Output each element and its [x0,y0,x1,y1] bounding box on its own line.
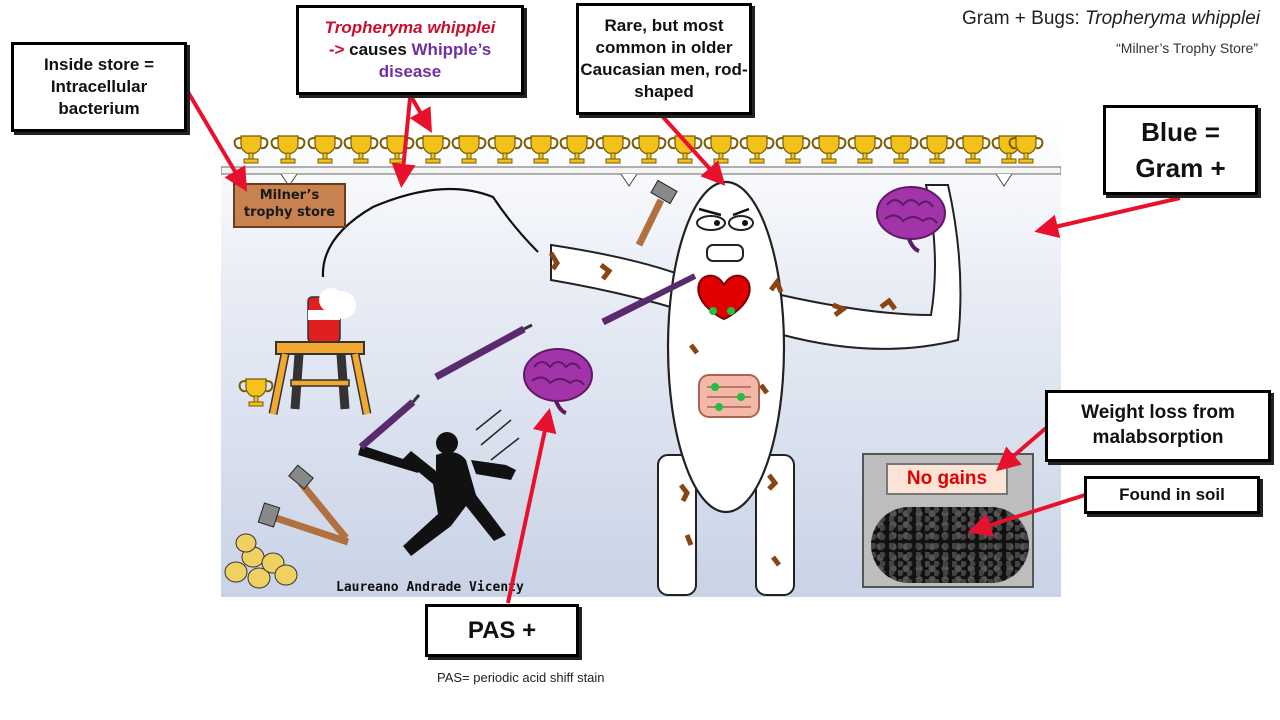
arrow-inside-store [186,90,248,192]
arrow-soil [967,493,1086,537]
store-sign: Milner’s trophy store [233,183,346,228]
baseball-pitcher-icon [358,432,516,556]
page-title-organism: Tropheryma whipplei [1085,8,1260,29]
arrow-pas [506,408,557,604]
page-title-prefix: Gram + Bugs: [962,8,1086,29]
page-subtitle: “Milner’s Trophy Store” [1116,40,1258,56]
hammer-icon [257,502,350,546]
organism-causes: causes [344,39,412,59]
arrow-blue [1034,196,1181,239]
scene-artwork [221,135,1061,596]
hammer-icon [635,179,678,247]
artist-credit: Laureano Andrade Vicenty [336,580,524,595]
page-title: Gram + Bugs: Tropheryma whipplei [962,8,1260,30]
heart-icon [697,274,751,321]
pencil-icon [434,323,533,381]
callout-gram-positive: Blue = Gram + [1103,105,1258,195]
arrow-rod [661,115,726,186]
soil-pile [871,507,1029,583]
callout-weight-loss: Weight loss from malabsorption [1045,390,1271,462]
arrow-trophies [409,97,432,133]
arrow-whip [391,97,416,188]
callout-pas: PAS + [425,604,579,657]
pas-note: PAS= periodic acid shiff stain [437,670,605,685]
rod-bacterium-character [548,179,962,596]
callout-intracellular: Inside store = Intracellular bacterium [11,42,187,132]
organism-arrow: -> [328,39,345,59]
callout-organism: Tropheryma whipplei -> causes Whipple’s … [296,5,524,95]
pencil-icon [358,394,421,450]
intestine-icon [698,374,760,418]
hammer-icon [288,464,349,541]
whip-line [321,187,539,278]
callout-epidemiology: Rare, but most common in older Caucasian… [576,3,752,115]
illustration-scene: Milner’s trophy store No gains Laureano … [221,125,1061,597]
organism-name: Tropheryma whipplei [324,17,496,37]
organism-disease: Whipple’s disease [378,39,492,82]
potato-icon [224,533,298,589]
stool-icon [268,288,372,415]
callout-soil: Found in soil [1084,476,1260,514]
arrow-weight-loss [995,426,1048,472]
no-gains-label: No gains [886,463,1008,495]
